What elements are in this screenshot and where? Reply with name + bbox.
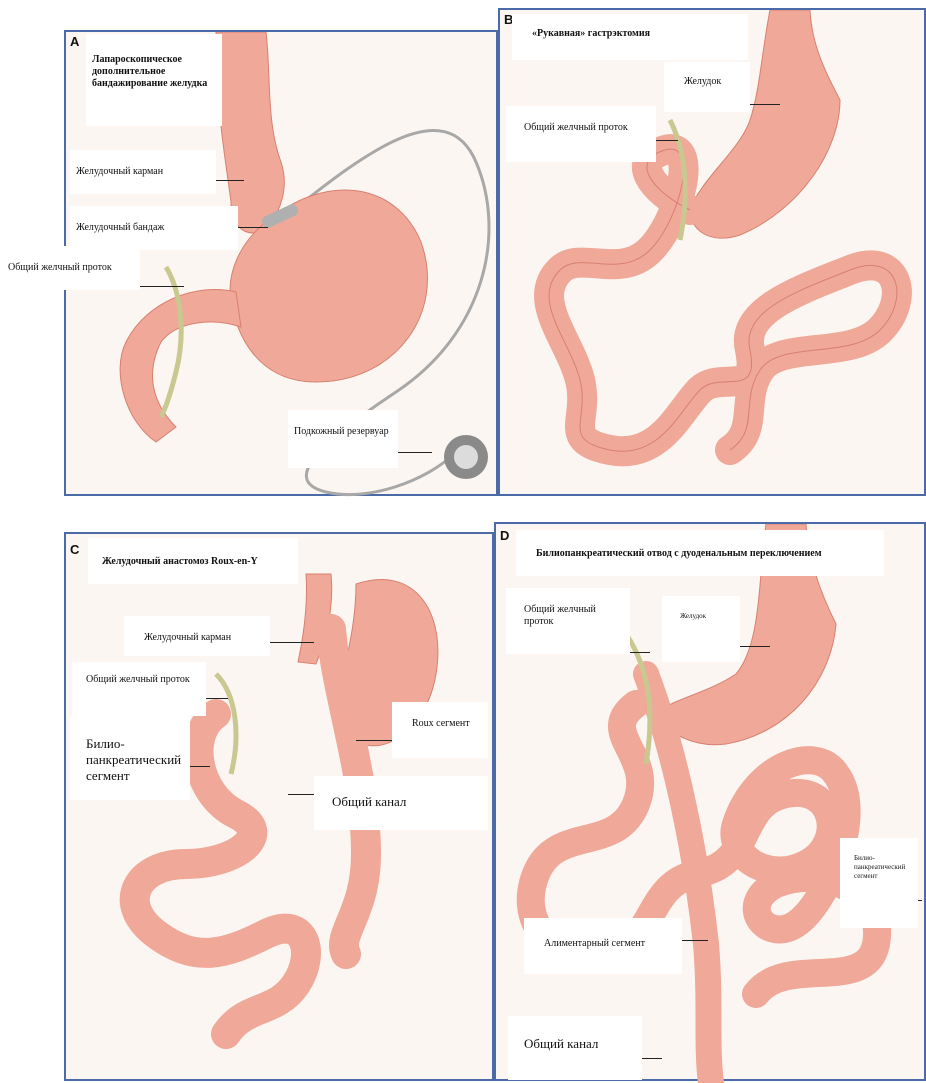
leader-a-pouch xyxy=(216,180,244,181)
label-d-stomach: Желудок xyxy=(662,596,740,662)
label-c-bilio: Билио-панкреатический сегмент xyxy=(70,716,190,800)
label-d-bilio: Билио-панкреатический сегмент xyxy=(840,838,918,928)
leader-c-bilio xyxy=(190,766,210,767)
leader-c-pouch xyxy=(270,642,314,643)
port-center xyxy=(454,445,478,469)
leader-d-bile-duct xyxy=(630,652,650,653)
label-a-pouch: Желудочный карман xyxy=(70,150,216,194)
leader-c-roux xyxy=(356,740,392,741)
label-c-common: Общий канал xyxy=(314,776,488,830)
leader-c-bile-duct xyxy=(206,698,228,699)
leader-c-common xyxy=(288,794,314,795)
leader-d-stomach xyxy=(740,646,770,647)
esophagus xyxy=(216,32,284,233)
leader-b-stomach xyxy=(750,104,780,105)
label-d-alimentary: Алиментарный сегмент xyxy=(524,918,682,974)
panel-b-title: «Рукавная» гастрэктомия xyxy=(512,14,748,60)
leader-a-reservoir xyxy=(398,452,432,453)
label-b-stomach: Желудок xyxy=(664,62,750,112)
panel-letter-c: C xyxy=(70,542,79,557)
leader-d-common xyxy=(642,1058,662,1059)
label-c-bile-duct: Общий желчный проток xyxy=(72,662,206,716)
label-a-bile-duct: Общий желчный проток xyxy=(0,246,140,290)
leader-a-bile-duct xyxy=(140,286,184,287)
label-a-reservoir: Подкожный резервуар xyxy=(288,410,398,468)
leader-b-bile-duct xyxy=(656,140,678,141)
leader-d-bilio xyxy=(918,900,922,901)
label-c-pouch: Желудочный карман xyxy=(124,616,270,656)
panel-d-title: Билиопанкреатический отвод с дуоденальны… xyxy=(516,530,884,576)
label-d-common: Общий канал xyxy=(508,1016,642,1080)
label-c-roux: Roux сегмент xyxy=(392,702,488,758)
panel-letter-d: D xyxy=(500,528,509,543)
label-a-band: Желудочный бандаж xyxy=(70,206,238,250)
panel-a-title: Лапароскопическое дополнительное бандажи… xyxy=(86,34,222,126)
panel-letter-a: A xyxy=(70,34,79,49)
label-b-bile-duct: Общий желчный проток xyxy=(506,106,656,162)
label-d-bile-duct: Общий желчный проток xyxy=(506,588,630,654)
leader-d-alimentary xyxy=(682,940,708,941)
panel-c-title: Желудочный анастомоз Roux-en-Y xyxy=(88,538,298,584)
bile-duct xyxy=(161,267,181,417)
leader-a-band xyxy=(238,227,268,228)
